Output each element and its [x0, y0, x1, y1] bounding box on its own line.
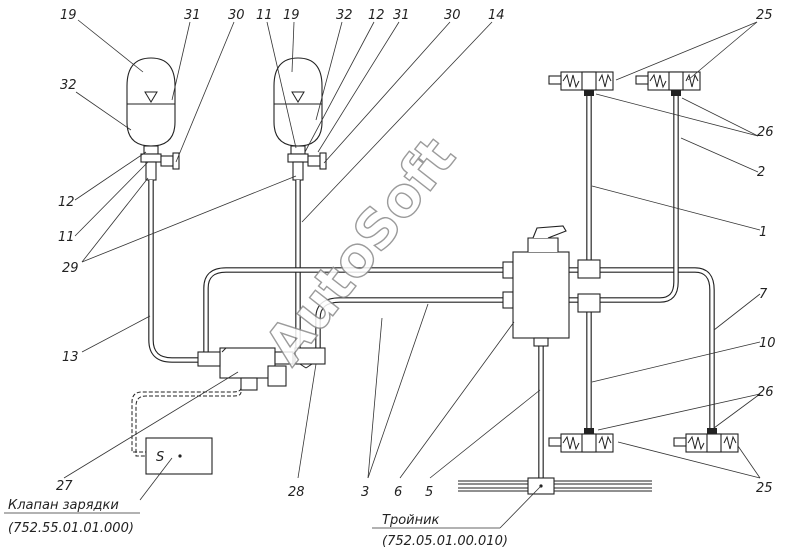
charging-valve-box — [145, 437, 213, 475]
caption-tee-name: Тройник — [382, 513, 440, 528]
watermark-text: AutoSoft — [253, 126, 468, 376]
callout-32-left: 32 — [60, 78, 77, 93]
callout-30-left: 30 — [228, 8, 245, 23]
valve-bottom-left — [548, 428, 614, 453]
caption-charging-valve-name: Клапан зарядки — [8, 498, 119, 513]
charging-block — [197, 347, 326, 391]
callout-29: 29 — [62, 261, 79, 276]
leader-lines — [4, 19, 761, 529]
accumulator-left — [126, 57, 180, 181]
valve-top-left — [548, 71, 614, 96]
callout-19-left: 19 — [60, 8, 77, 23]
main-distributor — [512, 225, 570, 347]
callout-27: 27 — [56, 479, 73, 494]
valve-top-right — [635, 71, 701, 96]
pipe-network — [148, 96, 715, 478]
callout-12-left: 12 — [58, 195, 75, 210]
callout-5: 5 — [425, 485, 433, 500]
callout-26-top: 26 — [757, 125, 774, 140]
charging-valve-symbol: S — [156, 450, 164, 465]
callout-11-top: 11 — [256, 8, 273, 23]
callout-14: 14 — [488, 8, 505, 23]
caption-charging-valve-code: (752.55.01.01.000) — [8, 521, 134, 536]
callout-6: 6 — [394, 485, 402, 500]
callout-25-bottom: 25 — [756, 481, 773, 496]
valve-bottom-right — [673, 428, 739, 453]
callout-10: 10 — [759, 336, 776, 351]
callout-25-top: 25 — [756, 8, 773, 23]
callout-labels: 19 31 30 11 19 32 12 31 30 14 25 32 26 2… — [56, 8, 776, 500]
charging-hose — [131, 387, 242, 457]
callout-3: 3 — [361, 485, 369, 500]
callout-12-top: 12 — [368, 8, 385, 23]
callout-19-right: 19 — [283, 8, 300, 23]
callout-31-left: 31 — [184, 8, 201, 23]
callout-30-right: 30 — [444, 8, 461, 23]
callout-13: 13 — [62, 350, 79, 365]
tee-assembly — [458, 477, 652, 495]
caption-tee-code: (752.05.01.00.010) — [382, 534, 508, 549]
callout-7: 7 — [759, 287, 768, 302]
callout-2: 2 — [757, 165, 765, 180]
callout-28: 28 — [288, 485, 305, 500]
accumulator-right — [273, 57, 327, 181]
callout-32-right: 32 — [336, 8, 353, 23]
callout-11-left: 11 — [58, 230, 75, 245]
callout-31-right: 31 — [393, 8, 410, 23]
callout-26-bottom: 26 — [757, 385, 774, 400]
callout-1: 1 — [759, 225, 767, 240]
